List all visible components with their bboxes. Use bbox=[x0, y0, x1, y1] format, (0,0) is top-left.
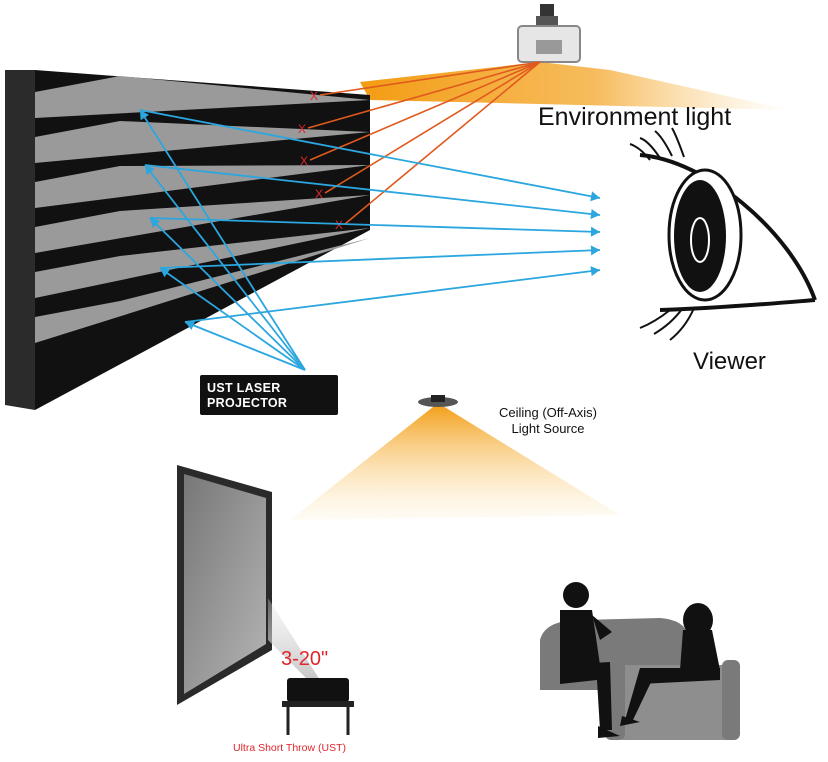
throw-distance-label: 3-20" bbox=[281, 648, 329, 670]
ambient-rays: X X X X X bbox=[298, 61, 541, 232]
alr-screen-cross-section bbox=[5, 70, 370, 410]
environment-light-glow bbox=[360, 62, 790, 110]
projector-ray bbox=[149, 217, 306, 371]
ambient-ray bbox=[309, 61, 541, 161]
reject-mark: X bbox=[315, 187, 323, 201]
screen-icon bbox=[177, 465, 272, 705]
reflected-ray bbox=[149, 217, 601, 233]
reject-mark: X bbox=[310, 89, 318, 103]
ray-arrowhead bbox=[590, 191, 600, 202]
projector-ray bbox=[184, 321, 306, 371]
screen-ridge bbox=[35, 121, 370, 163]
ray-arrowhead bbox=[590, 226, 600, 237]
ray-arrowhead bbox=[150, 218, 160, 228]
reflected-ray bbox=[184, 269, 601, 323]
ray-arrowhead bbox=[590, 209, 600, 219]
reflected-ray bbox=[139, 109, 601, 199]
ray-arrowhead bbox=[590, 245, 600, 256]
projector-label-line2: PROJECTOR bbox=[207, 396, 288, 410]
screen-ridge bbox=[35, 165, 370, 208]
ust-projector-badge: UST LASER PROJECTOR bbox=[200, 375, 338, 415]
projector-ray bbox=[144, 164, 306, 371]
environment-light-label: Environment light bbox=[538, 103, 732, 131]
ambient-ray bbox=[324, 61, 541, 194]
projector-ray bbox=[139, 109, 306, 371]
projection-beam bbox=[268, 598, 325, 690]
ray-arrowhead bbox=[590, 266, 600, 277]
ust-caption: Ultra Short Throw (UST) bbox=[233, 742, 346, 754]
eye-icon bbox=[629, 127, 817, 341]
ray-arrowhead bbox=[145, 165, 155, 176]
projector-label-line1: UST LASER bbox=[207, 381, 281, 395]
reflected-ray bbox=[144, 164, 601, 216]
screen-ridge bbox=[35, 195, 370, 253]
reject-mark: X bbox=[298, 122, 306, 136]
ceiling-light-label: Ceiling (Off-Axis) Light Source bbox=[483, 405, 613, 437]
screen-ridge bbox=[35, 238, 370, 343]
ceiling-light-icon bbox=[418, 395, 458, 407]
ceiling-label-line2: Light Source bbox=[511, 421, 585, 436]
seated-people-icon bbox=[540, 582, 740, 740]
reject-mark: X bbox=[300, 154, 308, 168]
ray-arrowhead bbox=[140, 110, 150, 121]
projector-rays bbox=[139, 109, 601, 371]
projector-icon bbox=[517, 4, 581, 63]
projector-ray bbox=[159, 267, 306, 371]
ambient-ray bbox=[344, 61, 541, 225]
screen-ridge bbox=[35, 76, 370, 118]
screen-ridge bbox=[35, 228, 370, 298]
reject-mark: X bbox=[335, 218, 343, 232]
ambient-ray bbox=[319, 61, 541, 96]
ambient-ray bbox=[307, 61, 541, 129]
ust-table-projector-icon bbox=[282, 678, 354, 735]
ray-arrowhead bbox=[185, 320, 196, 330]
viewer-label: Viewer bbox=[693, 348, 766, 375]
ceiling-label-line1: Ceiling (Off-Axis) bbox=[498, 405, 597, 420]
ray-arrowhead bbox=[160, 268, 171, 278]
reflected-ray bbox=[159, 249, 601, 269]
ceiling-light-cone bbox=[290, 403, 620, 520]
